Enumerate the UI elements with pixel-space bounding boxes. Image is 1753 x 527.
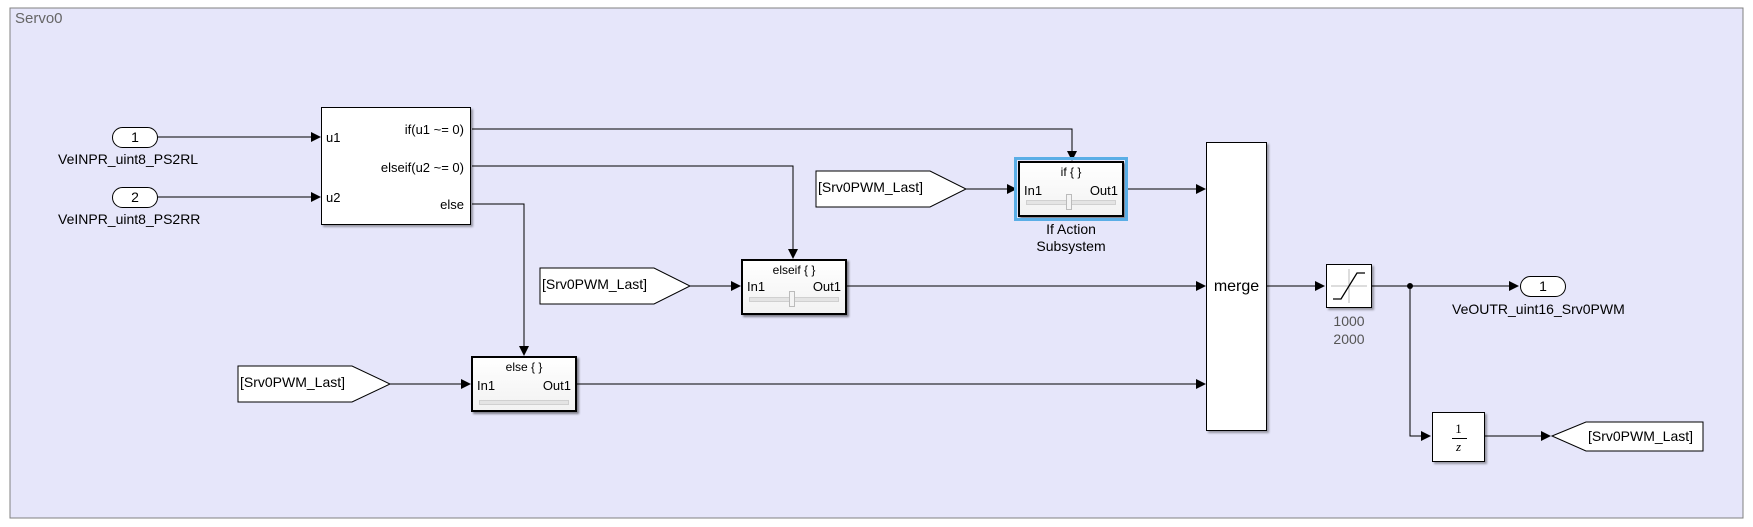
if-action-slider-knob — [1066, 194, 1072, 210]
if-action-caption-1: If Action — [1046, 221, 1096, 237]
outport-1-number: 1 — [1539, 278, 1547, 294]
if-input-u2: u2 — [326, 190, 341, 205]
if-output-else: else — [440, 197, 464, 212]
else-action-slider-track — [479, 400, 569, 405]
wire-elseif-trigger — [472, 165, 798, 259]
saturation-icon — [1331, 269, 1367, 303]
if-output-elseif: elseif(u2 ~= 0) — [380, 160, 464, 175]
saturation-block[interactable] — [1326, 264, 1372, 308]
from-tag-elseif[interactable]: [Srv0PWM_Last] — [542, 276, 648, 292]
unit-delay-denominator: z — [1455, 439, 1462, 454]
saturation-upper: 1000 — [1333, 313, 1365, 329]
goto-tag[interactable]: [Srv0PWM_Last] — [1588, 428, 1694, 444]
if-block[interactable]: u1 u2 if(u1 ~= 0) elseif(u2 ~= 0) else — [321, 107, 471, 225]
unit-delay-numerator: 1 — [1455, 421, 1462, 436]
from-tag-if-shape — [815, 170, 968, 208]
inport-2[interactable]: 2 — [112, 187, 158, 208]
merge-label: merge — [1213, 278, 1260, 295]
if-action-subsystem[interactable]: if { } In1 Out1 — [1014, 157, 1128, 221]
from-tag-if[interactable]: [Srv0PWM_Last] — [818, 179, 924, 195]
outport-1-name: VeOUTR_uint16_Srv0PWM — [1452, 301, 1625, 317]
inport-1[interactable]: 1 — [112, 127, 158, 148]
subsystem-name: Servo0 — [15, 10, 63, 27]
from-tag-elseif-shape — [539, 267, 692, 305]
merge-block[interactable]: merge — [1206, 142, 1267, 431]
goto-tag-shape — [1550, 421, 1704, 452]
outport-1[interactable]: 1 — [1520, 276, 1566, 297]
inport-2-number: 2 — [131, 189, 139, 205]
elseif-action-out: Out1 — [812, 279, 841, 294]
inport-2-name: VeINPR_uint8_PS2RR — [58, 211, 201, 227]
from-tag-else[interactable]: [Srv0PWM_Last] — [240, 374, 346, 390]
if-action-header: if { } — [1060, 165, 1082, 179]
unit-delay-fraction-bar — [1452, 438, 1467, 439]
wire-branch-delay — [1409, 286, 1431, 441]
saturation-lower: 2000 — [1333, 331, 1365, 347]
else-action-subsystem[interactable]: else { } In1 Out1 — [471, 356, 577, 412]
if-action-caption-2: Subsystem — [1036, 238, 1106, 254]
else-action-out: Out1 — [542, 378, 571, 393]
wire-else-trigger — [472, 203, 529, 356]
elseif-action-header: elseif { } — [772, 263, 816, 277]
wire-if-trigger — [472, 128, 1077, 161]
elseif-action-subsystem[interactable]: elseif { } In1 Out1 — [741, 259, 847, 315]
elseif-action-slider-knob — [789, 291, 795, 307]
if-input-u1: u1 — [326, 130, 341, 145]
inport-1-number: 1 — [131, 129, 139, 145]
unit-delay-block[interactable]: 1 z — [1432, 412, 1485, 462]
if-output-if: if(u1 ~= 0) — [404, 122, 464, 137]
inport-1-name: VeINPR_uint8_PS2RL — [58, 151, 199, 167]
if-action-in: In1 — [1024, 183, 1043, 198]
from-tag-else-shape — [237, 365, 392, 403]
if-action-out: Out1 — [1089, 183, 1118, 198]
else-action-header: else { } — [505, 360, 543, 374]
elseif-action-in: In1 — [747, 279, 766, 294]
else-action-in: In1 — [477, 378, 496, 393]
